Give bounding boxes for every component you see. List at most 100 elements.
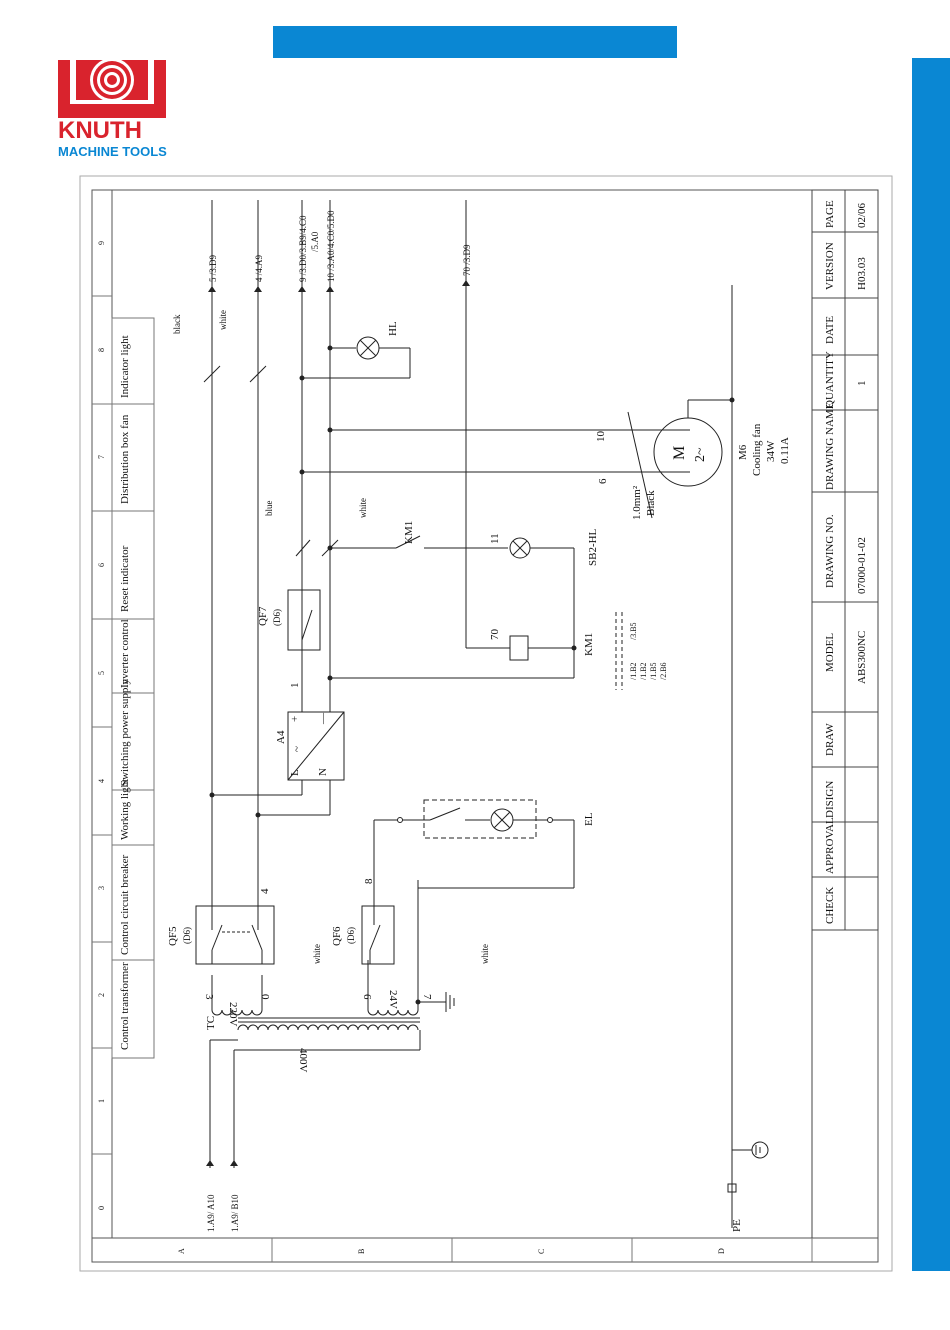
- label-control-transformer: Control transformer: [119, 962, 131, 1050]
- wire-black: black: [172, 314, 182, 334]
- hl-tag: HL: [387, 321, 399, 336]
- qf6-out: 8: [363, 878, 375, 884]
- transformer-sec2: 24V: [387, 990, 399, 1009]
- header-bar: [273, 26, 677, 58]
- fan-cable: 1.0mm²: [631, 485, 643, 520]
- qf7-tag: QF7: [257, 606, 269, 626]
- km1-ref-4: /2.B6: [659, 662, 668, 680]
- grid-col-3: 3: [97, 886, 106, 890]
- qf7-rating: (D6): [272, 609, 282, 626]
- title-block: CHECK APPROVAL DISIGN DRAW MODEL DRAWING…: [811, 189, 879, 1238]
- wire-white-2: white: [358, 498, 368, 518]
- wire-white: white: [218, 310, 228, 330]
- grid-col-8: 8: [97, 348, 106, 352]
- side-bar: [912, 58, 950, 1271]
- psu-minus: —: [317, 712, 329, 725]
- grid-row-d: D: [717, 1248, 726, 1254]
- km1-coil-wire: 70: [489, 629, 501, 641]
- qf5-rating: (D6): [182, 927, 192, 944]
- tb-value-quantity: 1: [856, 381, 868, 387]
- fan-wire-2: 6: [597, 478, 609, 484]
- transformer-t0: 0: [259, 994, 271, 1000]
- grid-labels: 0 1 2 3 4 5 6 7 8 9 A B C D: [97, 241, 726, 1254]
- fan-phase: 2~: [693, 447, 708, 462]
- grid-col-6: 6: [97, 563, 106, 567]
- psu-n: N: [317, 768, 329, 776]
- qf6-tag: QF6: [331, 926, 343, 946]
- km1-ref-top: /3.B5: [629, 622, 638, 640]
- logo-mark: [58, 60, 166, 118]
- label-inverter-control: Inverter control: [119, 619, 131, 688]
- sb2-tag: SB2-HL: [587, 528, 599, 566]
- grid-col-7: 7: [97, 455, 106, 459]
- label-reset-indicator: Reset indicator: [119, 545, 131, 612]
- terminal-pe: PE: [731, 1219, 743, 1232]
- terminal-out10: 10 /3.A0/4.C0/5.D0: [326, 210, 336, 282]
- transformer-primary: 400V: [297, 1048, 309, 1073]
- terminal-b10: 1.A9/ B10: [230, 1194, 240, 1232]
- km1-ref-2: /1.B2: [639, 662, 648, 680]
- tb-label-disign: DISIGN: [824, 781, 836, 818]
- psu-tag: A4: [275, 730, 287, 744]
- label-switching-power-supply: Switching power supply: [119, 679, 131, 786]
- tb-value-drawing-no: 07000-01-02: [856, 537, 868, 594]
- tb-label-drawing-no: DRAWING NO.: [824, 514, 836, 588]
- km1-ref-3: /1.B5: [649, 662, 658, 680]
- grid-row-c: C: [537, 1249, 546, 1254]
- km1-contact-tag: KM1: [403, 521, 415, 544]
- grid-col-5: 5: [97, 671, 106, 675]
- annotations: 1.A9/ A10 1.A9/ B10 PE 5 /3.D9 4 /4.A9 9…: [167, 210, 791, 1232]
- km1-coil-tag: KM1: [583, 633, 595, 656]
- transformer-tag: TC: [205, 1016, 217, 1030]
- el-tag: EL: [583, 812, 595, 826]
- tb-label-check: CHECK: [824, 887, 836, 924]
- tb-label-date: DATE: [824, 316, 836, 344]
- psu-l: L: [289, 769, 301, 776]
- knuth-logo: KNUTH MACHINE TOOLS: [58, 60, 167, 159]
- grid-col-9: 9: [97, 241, 106, 245]
- transformer-t3: 3: [203, 994, 215, 1000]
- drawing-frame: [79, 175, 893, 1272]
- logo-tagline: MACHINE TOOLS: [58, 144, 167, 159]
- fan-symbol: M: [671, 446, 688, 460]
- fan-tag: M6: [737, 444, 749, 460]
- wire-blue: blue: [264, 500, 274, 516]
- terminal-a10: 1.A9/ A10: [206, 1194, 216, 1232]
- qf5-tag: QF5: [167, 926, 179, 946]
- terminal-out70: 70 /3.D9: [462, 244, 472, 276]
- grid-col-1: 1: [97, 1099, 106, 1103]
- grid-col-4: 4: [97, 779, 106, 783]
- tb-label-approval: APPROVAL: [824, 817, 836, 874]
- tb-label-drawing-name: DRAWING NAME: [824, 402, 836, 490]
- tb-value-model: ABS300NC: [856, 631, 868, 684]
- terminal-out5: 5 /3.D9: [208, 255, 218, 283]
- fan-name: Cooling fan: [751, 423, 763, 476]
- grid-col-2: 2: [97, 993, 106, 997]
- grid-row-b: B: [357, 1249, 366, 1254]
- km1-ref-1: /1.B2: [629, 662, 638, 680]
- transformer-t7: 7: [421, 994, 433, 1000]
- qf6-rating: (D6): [346, 927, 356, 944]
- transformer-t6: 6: [361, 994, 373, 1000]
- fan-power: 34W: [765, 440, 777, 462]
- fan-current: 0.11A: [779, 437, 791, 464]
- label-working-light: Working light: [119, 779, 131, 840]
- qf7-in: 1: [289, 683, 301, 689]
- terminal-out9: 9 /3.D0/3.B9/4.C0: [298, 215, 308, 282]
- tb-label-model: MODEL: [824, 633, 836, 672]
- logo-name: KNUTH: [58, 117, 142, 144]
- tb-label-draw: DRAW: [824, 723, 836, 756]
- terminal-out9b: /5.A0: [310, 231, 320, 252]
- wire-white-3: white: [312, 944, 322, 964]
- psu-ac: ~: [291, 746, 303, 752]
- tb-label-version: VERSION: [824, 242, 836, 290]
- label-distribution-box-fan: Distribution box fan: [119, 414, 131, 504]
- tb-value-page: 02/06: [856, 202, 868, 228]
- terminal-out4: 4 /4.A9: [254, 255, 264, 283]
- tb-label-page: PAGE: [824, 200, 836, 228]
- tb-value-version: H03.03: [856, 257, 868, 290]
- psu-plus: +: [289, 716, 301, 722]
- grid-col-0: 0: [97, 1206, 106, 1210]
- tb-label-quantity: QUANTITY: [824, 351, 836, 408]
